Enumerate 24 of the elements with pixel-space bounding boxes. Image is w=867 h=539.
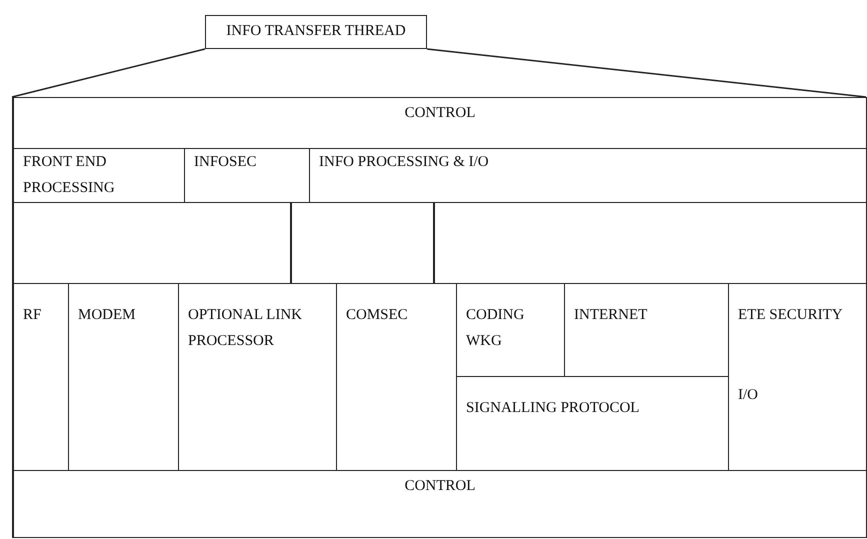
cell-label: OPTIONAL LINK PROCESSOR (188, 306, 304, 351)
cell-label: I/O (738, 386, 759, 405)
cell-label: MODEM (78, 306, 137, 325)
cell-label: INFO PROCESSING & I/O (319, 153, 490, 172)
thread-title-box (205, 15, 427, 49)
architecture-frame (12, 97, 866, 538)
cell-label: SIGNALLING PROTOCOL (466, 399, 640, 418)
section-cell (434, 202, 867, 284)
cell-label: RF (23, 306, 42, 325)
cell-label: COMSEC (346, 306, 409, 325)
cell-label: CONTROL (404, 477, 476, 496)
cell-label: ETE SECURITY (738, 306, 844, 325)
section-cell (13, 202, 291, 284)
cell-label: INTERNET (574, 306, 648, 325)
control-band (13, 470, 867, 538)
control-band (13, 97, 867, 149)
cell-label: FRONT END PROCESSING (23, 153, 116, 198)
cell-label: INFO TRANSFER THREAD (225, 22, 407, 41)
expansion-line (12, 48, 206, 98)
cell-label: CODING WKG (466, 306, 526, 351)
cell-label: INFOSEC (194, 153, 258, 172)
expansion-line (426, 48, 866, 98)
cell-label: CONTROL (404, 104, 476, 123)
section-cell (291, 202, 434, 284)
